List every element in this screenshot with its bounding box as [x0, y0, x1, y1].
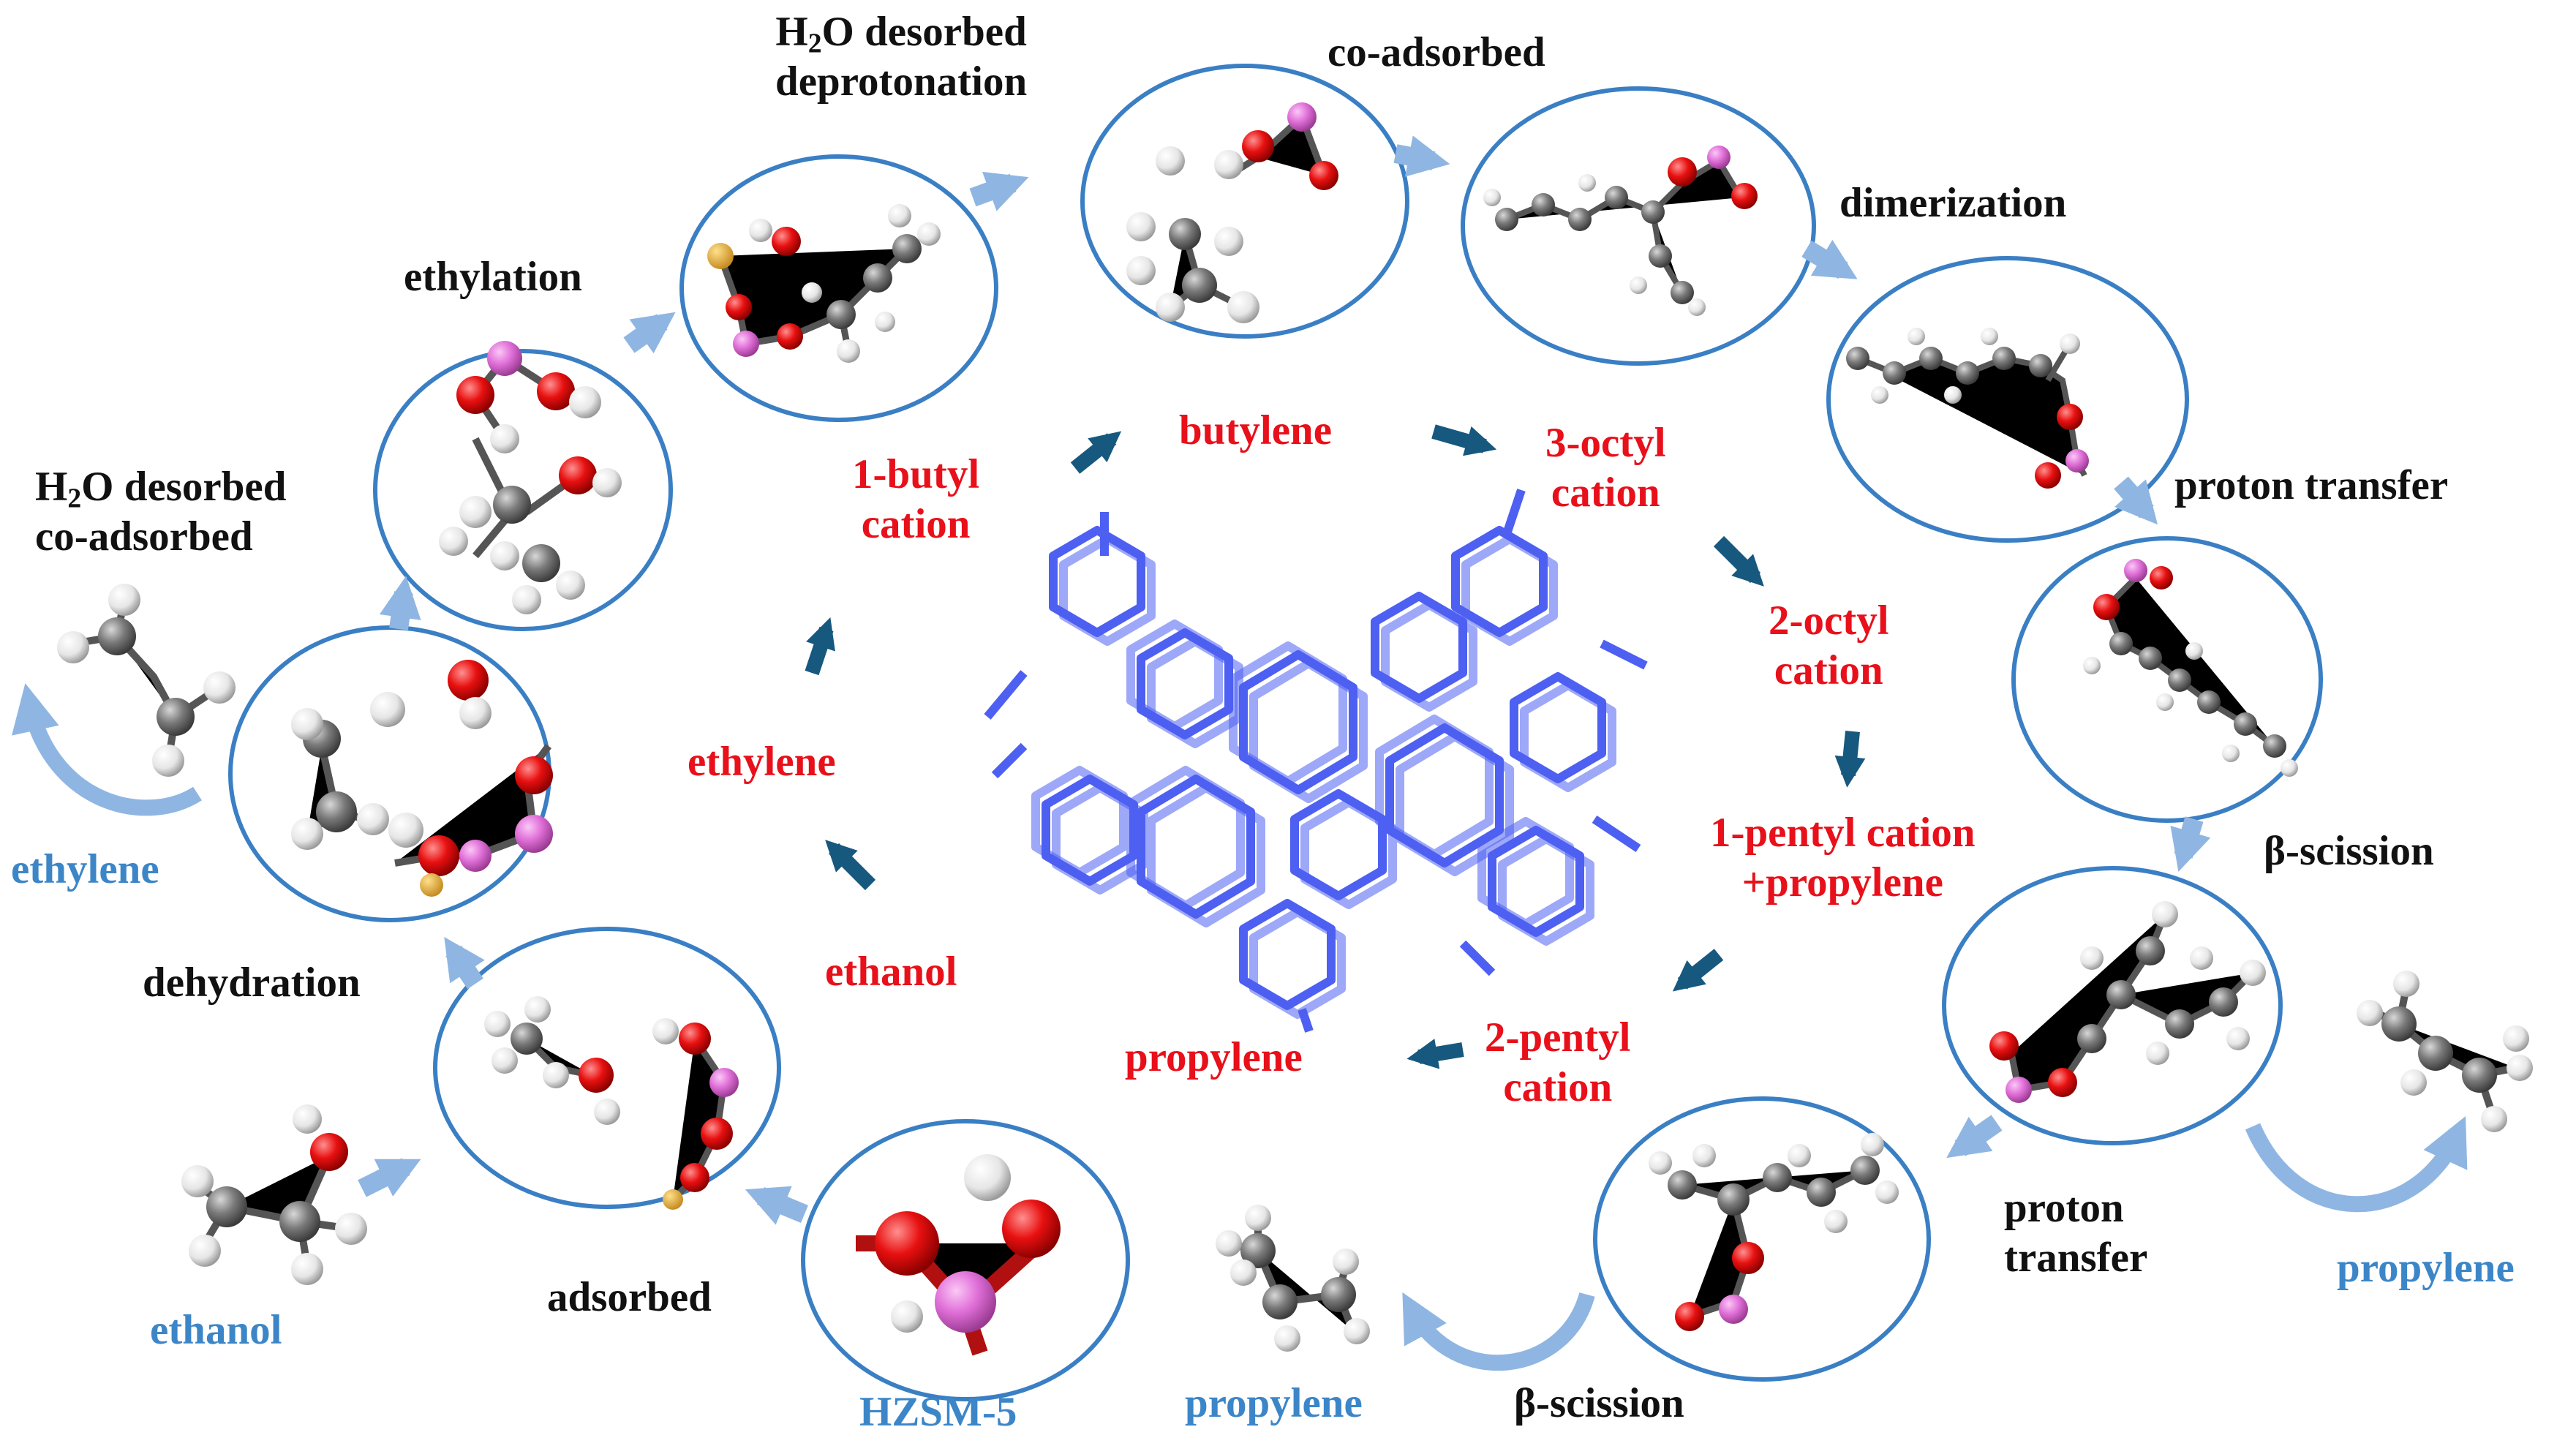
inner-arrow-ethanol-to-ethylene: [825, 840, 876, 891]
arrow-proton-transfer-to-beta-scission: [2170, 816, 2211, 872]
inner-2-pentyl-line2: cation: [1503, 1064, 1613, 1111]
ellipse-dehydration: [228, 625, 551, 922]
label-dehydration: dehydration: [143, 960, 361, 1006]
co-adsorbed-2-molecule-icon: [1483, 146, 1758, 316]
inner-2-octyl-cation: 2-octyl cation: [1769, 596, 1889, 696]
ethanol-molecule-icon: [181, 1104, 367, 1285]
proton-transfer-molecule-icon: [2083, 559, 2298, 777]
zeolite-framework-icon: [984, 489, 1648, 1033]
inner-1-pentyl-line1: 1-pentyl cation: [1710, 810, 1976, 856]
arrow-ethanol-to-adsorbed: [358, 1158, 421, 1197]
arrow-dehydration-to-ethylation: [379, 576, 421, 630]
inner-ethylene: ethylene: [688, 739, 836, 785]
inner-arrow-3octyl-to-2octyl: [1713, 535, 1764, 587]
inner-1-pentyl-cation: 1-pentyl cation +propylene: [1710, 808, 1976, 908]
species-ethanol: ethanol: [150, 1307, 282, 1353]
arrow-ethylation-to-deprotonation: [623, 312, 676, 354]
ellipse-h2o-desorbed-deprotonation: [679, 154, 998, 422]
ethylation-molecule-icon: [439, 341, 622, 614]
propylene-right-molecule-icon: [2357, 971, 2533, 1132]
label-adsorbed: adsorbed: [547, 1274, 712, 1320]
label-proton-transfer-2-line2: transfer: [2004, 1235, 2148, 1281]
arrow-hzsm5-to-adsorbed: [745, 1186, 808, 1225]
dehydration-molecule-icon: [291, 660, 553, 897]
molecule-icons: [57, 102, 2533, 1356]
inner-arrow-ethylene-to-butyl: [805, 617, 835, 676]
label-proton-transfer-2: proton transfer: [2004, 1183, 2147, 1284]
label-h2o-desorbed-line1: H2O desorbed: [775, 9, 1027, 59]
inner-arrow-1pentyl-to-2pentyl: [1672, 949, 1724, 992]
inner-2-octyl-line2: cation: [1774, 647, 1883, 694]
label-co-adsorbed-line2: co-adsorbed: [35, 513, 253, 560]
label-deprotonation-line2: deprotonation: [775, 59, 1028, 105]
ellipse-adsorbed: [433, 927, 781, 1209]
arrow-beta-scission-to-proton-transfer-2: [1946, 1115, 2003, 1159]
inner-1-butyl-line1: 1-butyl: [852, 451, 980, 497]
species-ethylene: ethylene: [11, 846, 159, 892]
species-propylene-bottom: propylene: [1185, 1380, 1363, 1426]
curve-arrow-propylene-right: [2245, 1116, 2468, 1213]
species-propylene-right: propylene: [2337, 1245, 2515, 1291]
label-proton-transfer-2-line1: proton: [2004, 1185, 2124, 1231]
arrow-dimerization-to-proton-transfer: [2114, 476, 2158, 525]
label-beta-scission-right: β-scission: [2264, 828, 2434, 874]
inner-2-pentyl-cation: 2-pentyl cation: [1485, 1013, 1631, 1113]
co-adsorbed-molecule-icon: [1126, 102, 1338, 323]
arrow-adsorbed-to-dehydration: [444, 936, 485, 990]
label-h2o-desorbed-co-adsorbed-line1: H2O desorbed: [35, 464, 287, 514]
label-dimerization: dimerization: [1839, 180, 2067, 226]
inner-butylene: butylene: [1179, 407, 1333, 453]
arrow-coadsorbed-to-coadsorbed2: [1393, 135, 1450, 177]
inner-arrow-2pentyl-to-propylene: [1406, 1039, 1464, 1069]
ellipse-dimerization: [1826, 256, 2189, 543]
inner-arrow-butylene-to-3octyl: [1431, 424, 1497, 456]
inner-arrow-butyl-to-butylene: [1070, 431, 1122, 474]
deprotonation-molecule-icon: [707, 204, 941, 363]
inner-3-octyl-line1: 3-octyl: [1545, 420, 1666, 466]
ethylene-molecule-icon: [57, 584, 236, 777]
dimerization-molecule-icon: [1846, 328, 2089, 489]
inner-1-butyl-cation: 1-butyl cation: [852, 450, 979, 550]
ellipse-proton-transfer-2: [1593, 1096, 1931, 1382]
inner-propylene: propylene: [1125, 1034, 1303, 1080]
ellipse-co-adsorbed: [1080, 64, 1409, 339]
arrow-deprotonation-to-coadsorbed: [969, 171, 1029, 211]
beta-scission-molecule-icon: [1989, 901, 2266, 1103]
curve-arrow-ethylene: [12, 683, 202, 816]
inner-ethanol: ethanol: [825, 949, 957, 995]
ellipse-proton-transfer: [2011, 536, 2323, 823]
inner-1-pentyl-line2: +propylene: [1741, 859, 1943, 906]
ellipse-beta-scission: [1942, 866, 2283, 1145]
label-beta-scission-bottom: β-scission: [1514, 1380, 1684, 1426]
label-co-adsorbed: co-adsorbed: [1327, 29, 1545, 75]
label-ethylation: ethylation: [404, 254, 582, 300]
inner-3-octyl-line2: cation: [1551, 470, 1660, 516]
label-h2o-desorbed-co-adsorbed: H2O desorbed co-adsorbed: [35, 462, 286, 562]
inner-1-butyl-line2: cation: [861, 501, 971, 548]
ellipse-dimerization-left: [1461, 86, 1816, 366]
label-proton-transfer: proton transfer: [2174, 462, 2449, 508]
arrow-coadsorbed2-to-dimerization: [1801, 239, 1858, 279]
proton-transfer-2-molecule-icon: [1649, 1133, 1899, 1331]
inner-2-pentyl-line1: 2-pentyl: [1485, 1014, 1631, 1061]
adsorbed-molecule-icon: [484, 996, 739, 1210]
inner-2-octyl-line1: 2-octyl: [1769, 598, 1889, 644]
species-hzsm5: HZSM-5: [859, 1389, 1017, 1435]
inner-arrow-2octyl-to-1pentyl: [1834, 731, 1866, 788]
hzsm5-molecule-icon: [856, 1154, 1061, 1356]
propylene-bottom-molecule-icon: [1216, 1205, 1370, 1352]
ellipse-hzsm5: [801, 1119, 1130, 1401]
label-h2o-desorbed-deprotonation: H2O desorbed deprotonation: [775, 7, 1027, 108]
ellipse-ethylation: [373, 349, 673, 631]
inner-3-octyl-cation: 3-octyl cation: [1545, 418, 1666, 519]
curve-arrow-propylene-bottom: [1402, 1292, 1595, 1371]
